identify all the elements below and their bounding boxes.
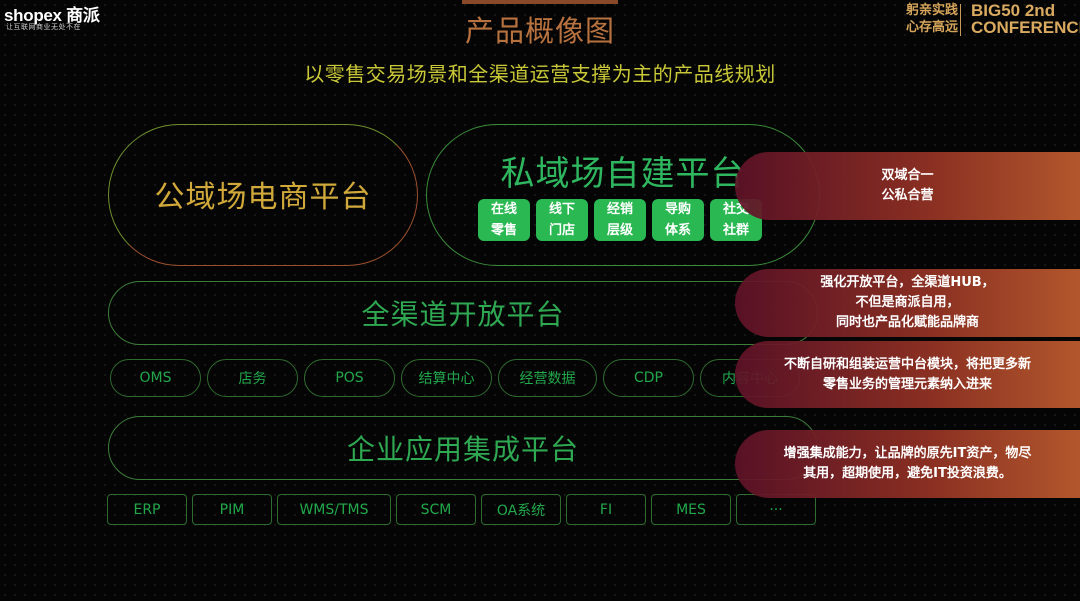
tag-shopping-guide: 导购 体系 bbox=[652, 199, 704, 241]
omnichannel-modules: OMS 店务 POS 结算中心 经营数据 CDP 内容中心 bbox=[110, 359, 800, 397]
page-title: 产品概像图 bbox=[464, 14, 615, 48]
module-store-ops: 店务 bbox=[207, 359, 298, 397]
conference-name-line-1: BIG50 2nd bbox=[971, 1, 1056, 20]
tag-line: 社群 bbox=[722, 223, 749, 238]
logo-tagline: 让互联网商业无处不在 bbox=[6, 23, 81, 31]
public-platform-box bbox=[108, 124, 418, 266]
tag-offline-store: 线下 门店 bbox=[536, 199, 588, 241]
tag-line: 门店 bbox=[548, 223, 575, 238]
tag-social-community: 社交 社群 bbox=[710, 199, 762, 241]
module-oms: OMS bbox=[110, 359, 201, 397]
enterprise-modules: ERP PIM WMS/TMS SCM OA系统 FI MES ··· bbox=[107, 494, 816, 525]
tag-line: 零售 bbox=[490, 223, 517, 238]
tag-online-retail: 在线 零售 bbox=[478, 199, 530, 241]
module-scm: SCM bbox=[396, 494, 476, 525]
omnichannel-platform-label: 全渠道开放平台 bbox=[361, 298, 565, 331]
module-business-data: 经营数据 bbox=[498, 359, 597, 397]
conference-slogan-line-1: 躬亲实践 bbox=[906, 3, 959, 18]
shopex-logo: shopex 商派 bbox=[4, 6, 100, 25]
callout-dual-domain: 双域合一 公私合营 bbox=[735, 152, 1080, 220]
module-more: ··· bbox=[736, 494, 816, 525]
conference-slogan: 躬亲实践 心存高远 bbox=[906, 2, 958, 36]
tag-line: 线下 bbox=[548, 202, 575, 217]
module-pos: POS bbox=[304, 359, 395, 397]
callout-middle-platform: 不断自研和组装运营中台模块，将把更多新 零售业务的管理元素纳入进来 bbox=[735, 341, 1080, 408]
module-cdp: CDP bbox=[603, 359, 694, 397]
tag-line: 经销 bbox=[606, 202, 633, 217]
private-platform-label: 私域场自建平台 bbox=[500, 154, 746, 194]
callout-integration: 增强集成能力，让品牌的原先IT资产，物尽 其用，超期使用，避免IT投资浪费。 bbox=[735, 430, 1080, 498]
module-erp: ERP bbox=[107, 494, 187, 525]
tag-line: 层级 bbox=[606, 223, 633, 238]
callout-line: 强化开放平台，全渠道HUB， bbox=[820, 275, 995, 290]
private-platform-tags: 在线 零售 线下 门店 经销 层级 导购 体系 社交 社群 bbox=[478, 199, 762, 241]
title-accent-bar bbox=[462, 0, 618, 4]
callout-line: 增强集成能力，让品牌的原先IT资产，物尽 bbox=[783, 446, 1032, 461]
module-settlement-center: 结算中心 bbox=[401, 359, 492, 397]
callout-line: 不但是商派自用， bbox=[855, 295, 960, 310]
module-oa-system: OA系统 bbox=[481, 494, 561, 525]
enterprise-platform-label: 企业应用集成平台 bbox=[346, 433, 579, 466]
callout-line: 同时也产品化赋能品牌商 bbox=[835, 315, 979, 330]
page-subtitle: 以零售交易场景和全渠道运营支撑为主的产品线规划 bbox=[304, 62, 776, 86]
tag-line: 导购 bbox=[664, 202, 691, 217]
conference-divider bbox=[960, 4, 961, 36]
conference-slogan-line-2: 心存高远 bbox=[906, 20, 959, 35]
callout-open-platform: 强化开放平台，全渠道HUB， 不但是商派自用， 同时也产品化赋能品牌商 bbox=[735, 269, 1080, 337]
module-fi: FI bbox=[566, 494, 646, 525]
tag-line: 体系 bbox=[664, 223, 691, 238]
conference-name-line-2: CONFERENCE bbox=[971, 18, 1080, 37]
callout-line: 不断自研和组装运营中台模块，将把更多新 bbox=[783, 356, 1031, 372]
public-platform-label: 公域场电商平台 bbox=[154, 180, 372, 215]
tag-distribution-level: 经销 层级 bbox=[594, 199, 646, 241]
module-wms-tms: WMS/TMS bbox=[277, 494, 391, 525]
callout-line: 零售业务的管理元素纳入进来 bbox=[822, 376, 992, 392]
tag-line: 在线 bbox=[490, 202, 517, 217]
callout-line: 双域合一 bbox=[881, 168, 934, 183]
module-mes: MES bbox=[651, 494, 731, 525]
module-pim: PIM bbox=[192, 494, 272, 525]
callout-line: 其用，超期使用，避免IT投资浪费。 bbox=[803, 466, 1012, 481]
callout-line: 公私合营 bbox=[881, 188, 934, 203]
